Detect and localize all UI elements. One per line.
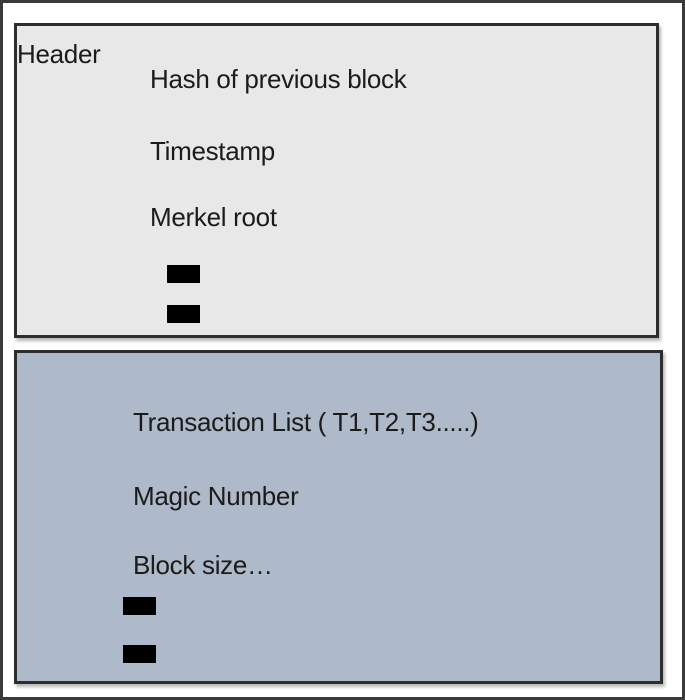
header-box: Header Hash of previous block Timestamp …: [14, 23, 659, 338]
continuation-dash-icon: [167, 305, 200, 323]
body-item-block-size: Block size…: [133, 550, 273, 580]
header-item-hash-of-previous-block: Hash of previous block: [150, 64, 407, 94]
block-body-box: Transaction List ( T1,T2,T3.....) Magic …: [14, 350, 663, 684]
continuation-dash-icon: [123, 645, 156, 663]
header-item-merkel-root: Merkel root: [150, 202, 277, 232]
continuation-dash-icon: [123, 597, 156, 615]
header-item-timestamp: Timestamp: [150, 136, 275, 166]
continuation-dash-icon: [167, 265, 200, 283]
header-box-label: Header: [17, 39, 101, 69]
body-item-magic-number: Magic Number: [133, 481, 299, 511]
body-item-transaction-list: Transaction List ( T1,T2,T3.....): [133, 407, 479, 437]
